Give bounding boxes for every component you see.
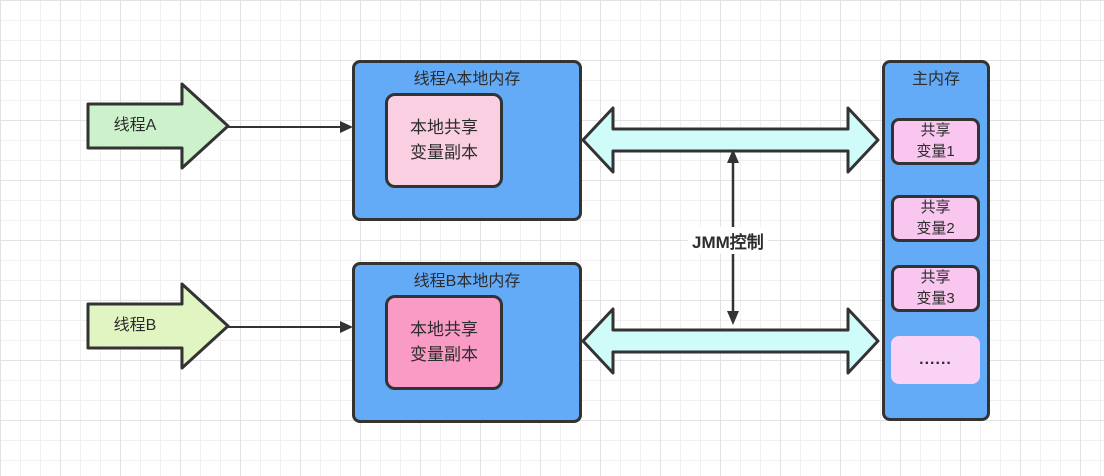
local-copy-b-line1: 本地共享: [410, 319, 478, 339]
jmm-control-label: JMM控制: [688, 227, 768, 254]
thread-a-connector-arrowhead: [340, 121, 353, 133]
thread-b-label: 线程B: [113, 317, 157, 334]
shared-var-2-line2: 变量2: [916, 219, 955, 237]
shared-var-2-box: 共享 变量2: [891, 195, 980, 242]
local-memory-a-box: 线程A本地内存 本地共享 变量副本: [352, 60, 582, 221]
shared-var-2-line1: 共享: [920, 199, 951, 217]
main-memory-title: 主内存: [911, 71, 960, 88]
local-memory-b-title: 线程B本地内存: [413, 273, 521, 290]
thread-b-connector-arrowhead: [340, 321, 353, 333]
main-memory-box: 主内存 共享 变量1 共享 变量2 共享 变量3 ......: [882, 60, 990, 421]
jmm-control-arrowhead-up: [727, 149, 739, 163]
shared-var-more-box: ......: [891, 336, 980, 384]
shared-var-3-line2: 变量3: [916, 289, 955, 307]
shared-var-1-line1: 共享: [920, 122, 951, 140]
shared-var-more-dots: ......: [919, 351, 952, 369]
local-copy-a-line1: 本地共享: [410, 117, 478, 137]
jmm-control-arrowhead-down: [727, 311, 739, 325]
local-copy-b-line2: 变量副本: [410, 344, 478, 364]
shared-var-1-line2: 变量1: [916, 142, 955, 160]
shared-var-3-line1: 共享: [920, 269, 951, 287]
shared-var-1-box: 共享 变量1: [891, 118, 980, 165]
local-copy-a-line2: 变量副本: [410, 142, 478, 162]
local-memory-b-box: 线程B本地内存 本地共享 变量副本: [352, 262, 582, 423]
thread-b-block-arrow: [86, 282, 230, 370]
thread-a-block-arrow: [86, 82, 230, 170]
thread-a-label: 线程A: [113, 117, 157, 134]
memory-sync-arrow-bottom: [581, 307, 880, 375]
shared-var-3-box: 共享 变量3: [891, 265, 980, 312]
memory-sync-arrow-top: [581, 106, 880, 174]
local-copy-b-box: 本地共享 变量副本: [385, 295, 503, 390]
local-memory-a-title: 线程A本地内存: [413, 71, 521, 88]
local-copy-a-box: 本地共享 变量副本: [385, 93, 503, 188]
